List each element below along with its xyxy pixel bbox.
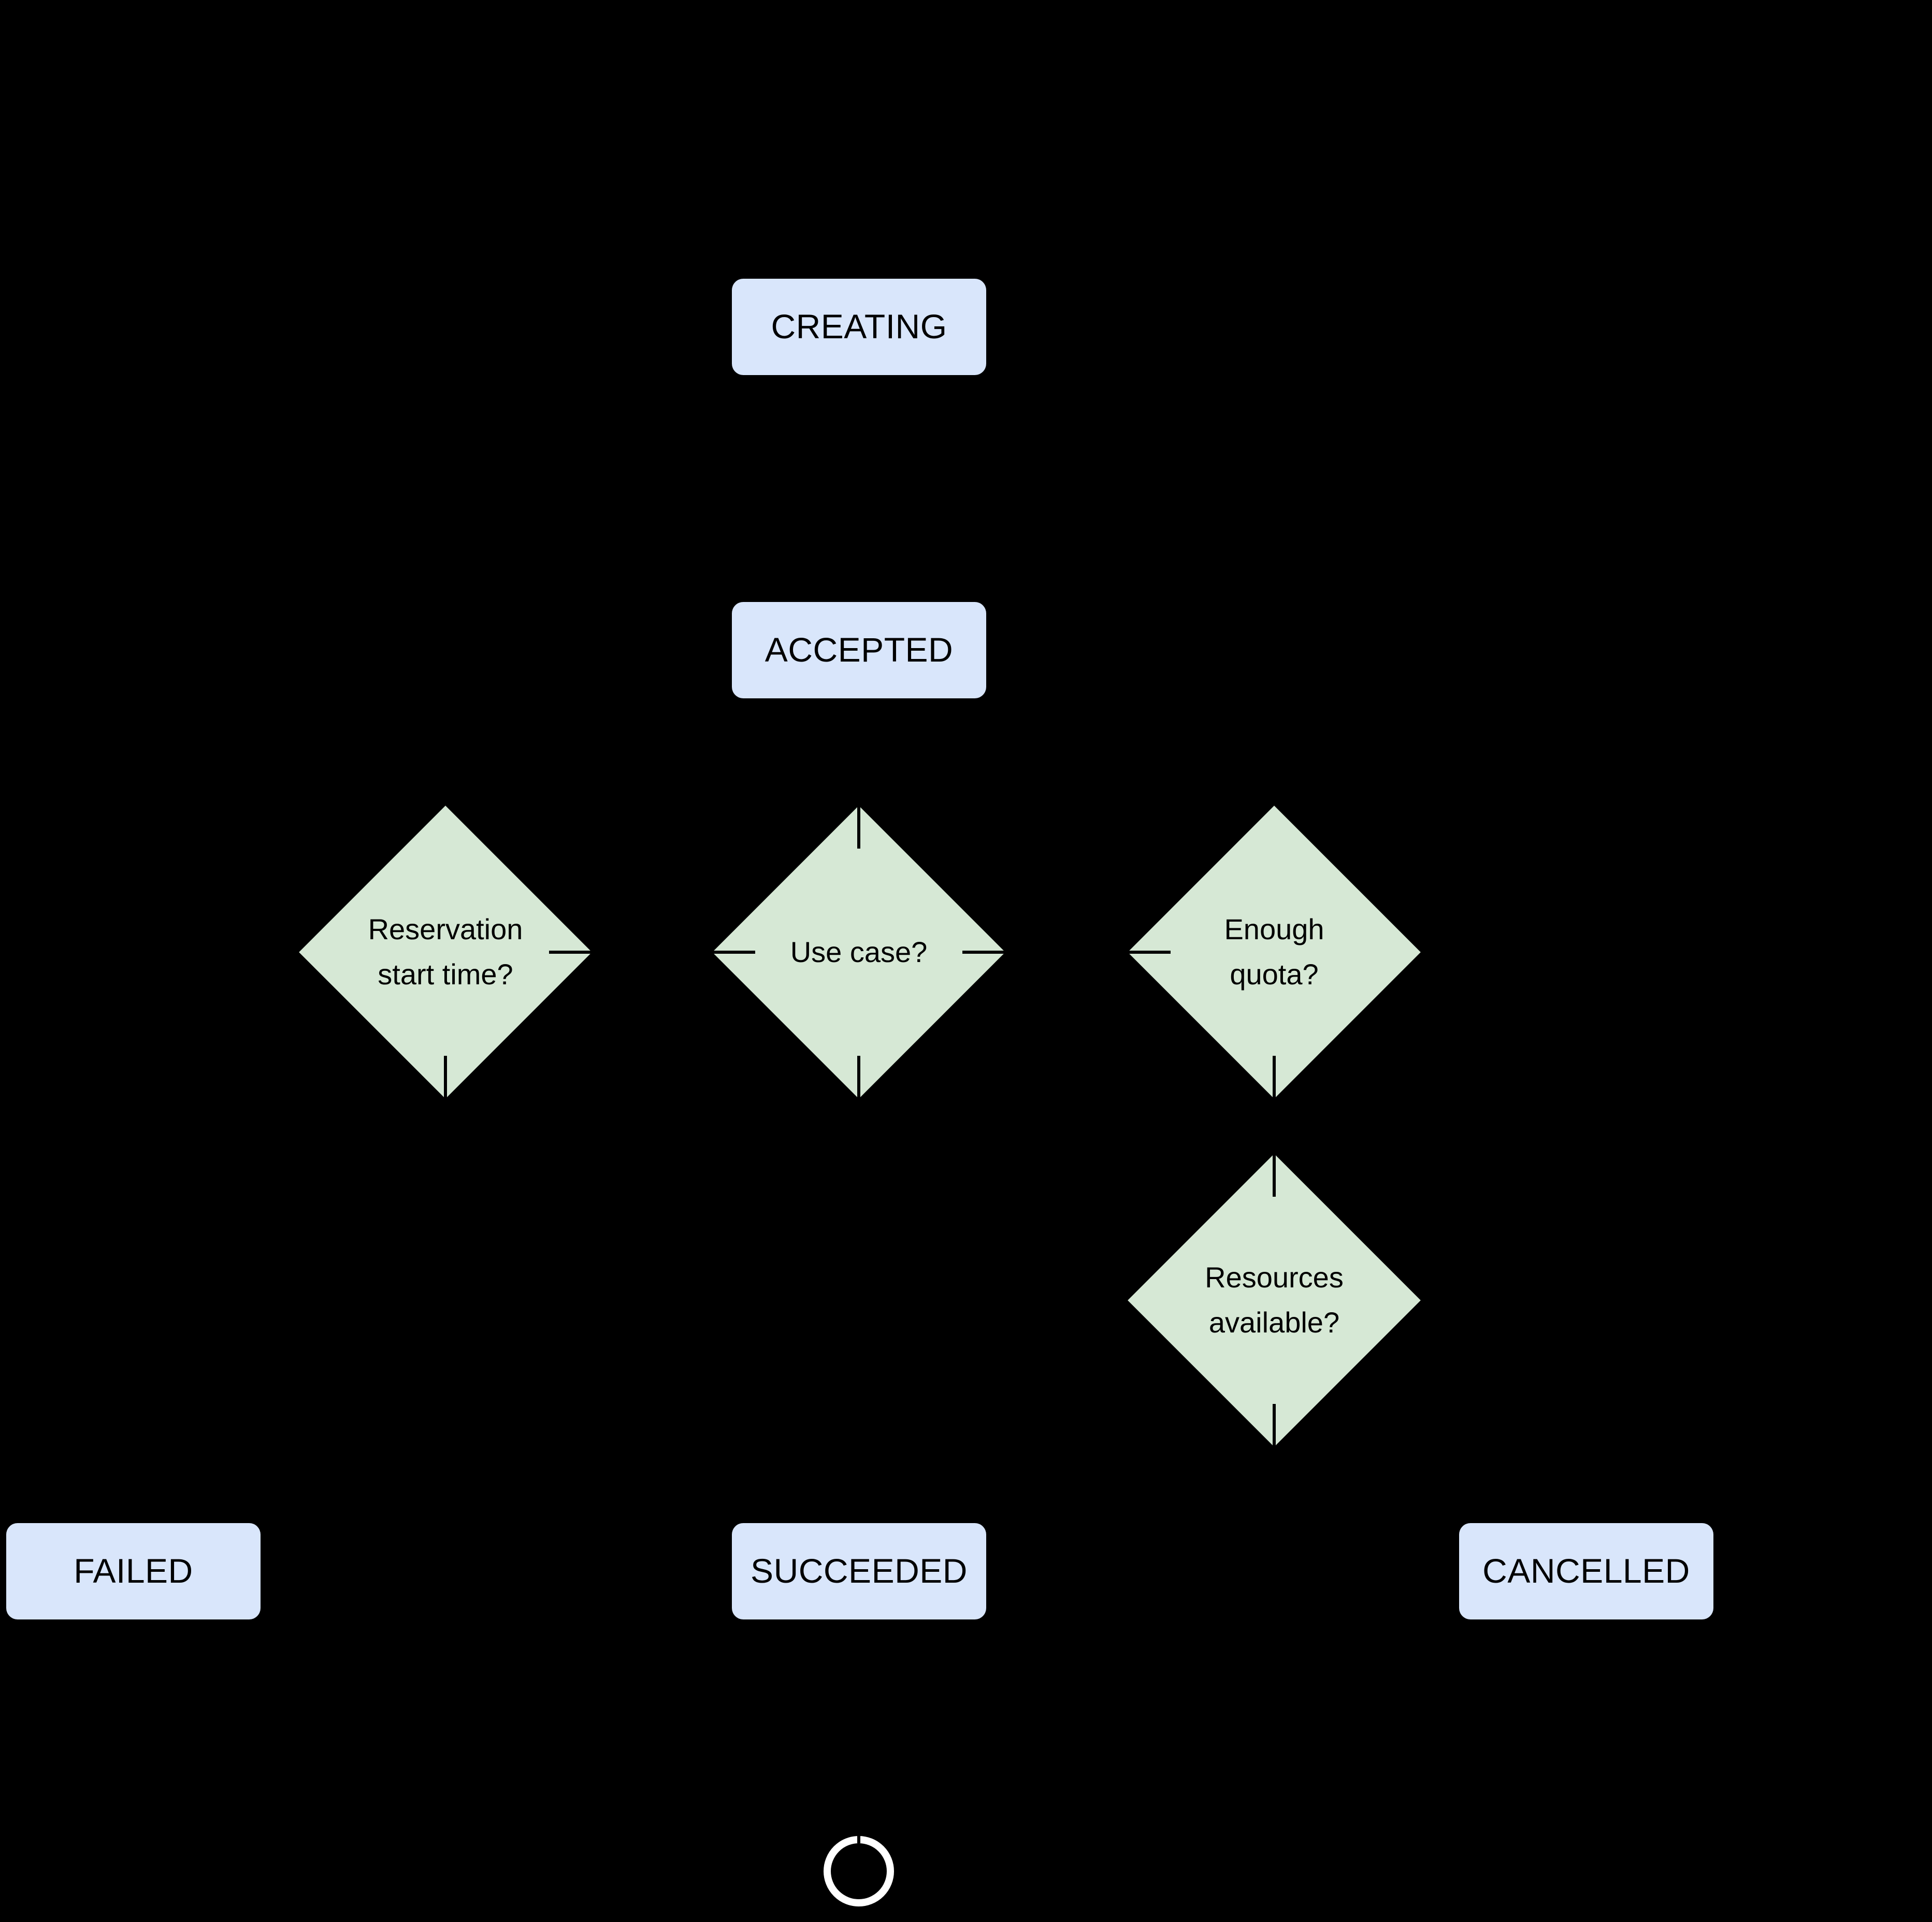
state-node-accepted[interactable]: ACCEPTED (732, 602, 986, 698)
state-label-failed: FAILED (74, 1552, 193, 1590)
state-label-creating: CREATING (771, 307, 947, 346)
state-node-creating[interactable]: CREATING (732, 279, 986, 375)
decision-label-resources-available: Resources available? (1205, 1261, 1344, 1339)
state-node-failed[interactable]: FAILED (6, 1523, 261, 1619)
decision-label-reservation-start-time: Reservation start time? (368, 913, 523, 991)
state-node-cancelled[interactable]: CANCELLED (1459, 1523, 1713, 1619)
decision-node-use-case[interactable]: Use case? (712, 806, 1005, 1099)
state-node-succeeded[interactable]: SUCCEEDED (732, 1523, 986, 1619)
state-label-cancelled: CANCELLED (1482, 1552, 1690, 1590)
decision-label-enough-quota: Enough quota? (1224, 913, 1324, 991)
state-label-accepted: ACCEPTED (765, 630, 954, 669)
edge-reservation-start-time-to-failed (132, 1056, 447, 1523)
decision-node-enough-quota[interactable]: Enough quota? (1128, 806, 1421, 1099)
terminal-end-state-circle[interactable] (824, 1836, 894, 1906)
decision-node-resources-available[interactable]: Resources available? (1128, 1154, 1421, 1447)
state-label-succeeded: SUCCEEDED (751, 1552, 968, 1590)
decision-label-use-case: Use case? (790, 935, 928, 968)
decision-node-reservation-start-time[interactable]: Reservation start time? (299, 806, 592, 1099)
edge-resources-available-to-cancelled (1273, 1404, 1588, 1523)
